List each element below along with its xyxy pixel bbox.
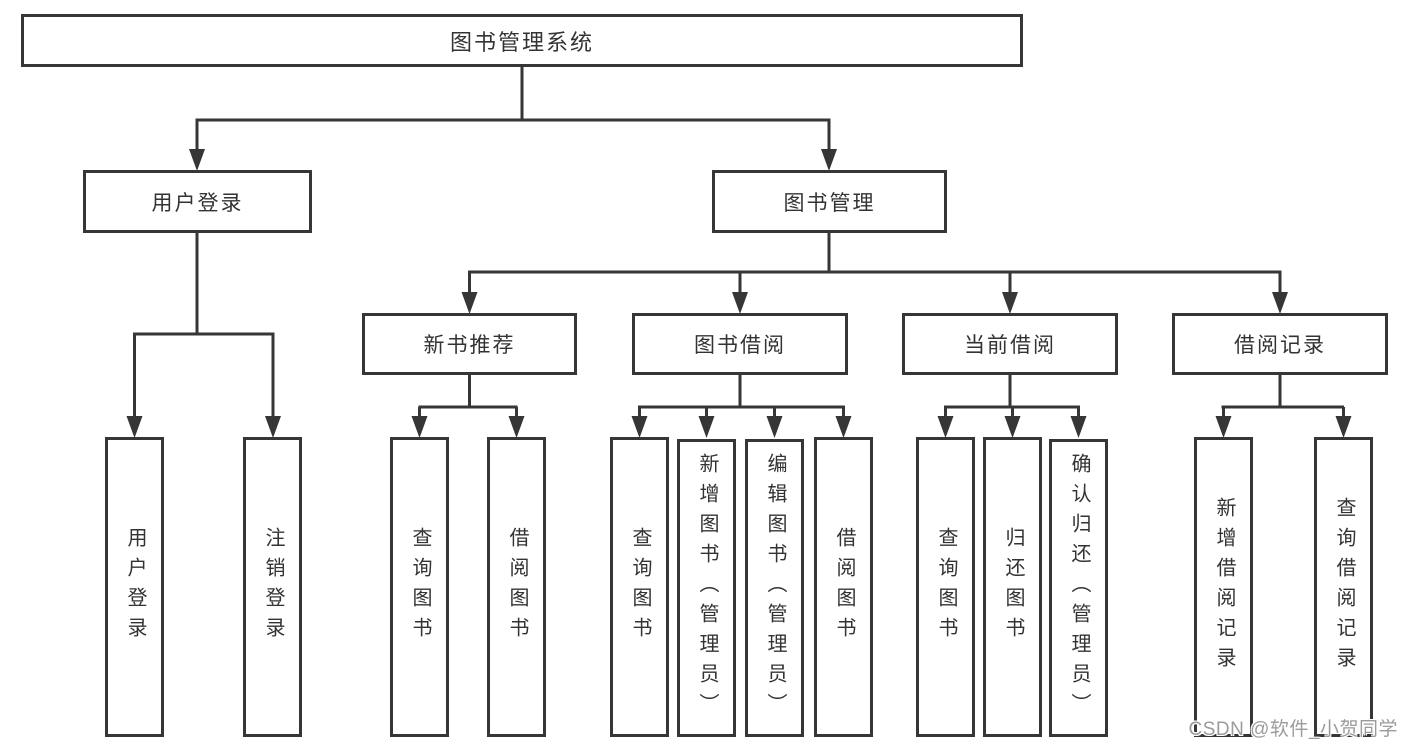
csdn-watermark: CSDN @软件_小贺同学 [1188,719,1398,740]
node-label: 新书推荐 [423,334,516,357]
node-book-management: 图书管理 [712,170,947,233]
node-leaf-logout: 注销登录 [243,437,302,737]
node-leaf-borrow-query: 查询图书 [610,437,669,737]
node-label: 编辑图书（管理员） [764,453,786,723]
node-leaf-newbook-borrow: 借阅图书 [487,437,546,737]
node-library-system: 图书管理系统 [21,14,1023,67]
node-label: 查询借阅记录 [1333,497,1355,677]
node-label: 查询图书 [409,527,431,647]
node-borrow-record: 借阅记录 [1172,313,1388,375]
node-label: 借阅图书 [506,527,528,647]
node-label: 用户登录 [151,191,244,215]
node-new-book-recommend: 新书推荐 [362,313,577,375]
node-label: 查询图书 [935,527,957,647]
node-label: 新增借阅记录 [1213,497,1235,677]
node-leaf-current-confirm-admin: 确认归还（管理员） [1049,439,1108,737]
node-label: 归还图书 [1002,527,1024,647]
node-label: 图书管理系统 [449,29,594,55]
node-label: 当前借阅 [964,334,1056,357]
node-leaf-borrow-add-admin: 新增图书（管理员） [677,439,736,737]
node-leaf-record-query: 查询借阅记录 [1314,437,1373,737]
node-label: 确认归还（管理员） [1068,453,1090,723]
node-leaf-current-return: 归还图书 [983,437,1042,737]
node-label: 借阅图书 [833,527,855,647]
node-label: 图书借阅 [694,334,786,357]
node-current-borrow: 当前借阅 [902,313,1118,375]
node-book-borrow: 图书借阅 [632,313,848,375]
node-leaf-user-login: 用户登录 [105,437,164,737]
node-label: 新增图书（管理员） [696,453,718,723]
node-leaf-borrow-edit-admin: 编辑图书（管理员） [745,439,804,737]
node-leaf-record-add: 新增借阅记录 [1194,437,1253,737]
node-label: 查询图书 [629,527,651,647]
node-leaf-newbook-query: 查询图书 [390,437,449,737]
node-leaf-borrow-borrow: 借阅图书 [814,437,873,737]
node-leaf-current-query: 查询图书 [916,437,975,737]
node-label: 借阅记录 [1234,334,1326,357]
node-label: 图书管理 [783,191,876,215]
node-user-login-group: 用户登录 [83,170,312,233]
node-label: 用户登录 [124,527,146,647]
node-label: 注销登录 [262,527,284,647]
